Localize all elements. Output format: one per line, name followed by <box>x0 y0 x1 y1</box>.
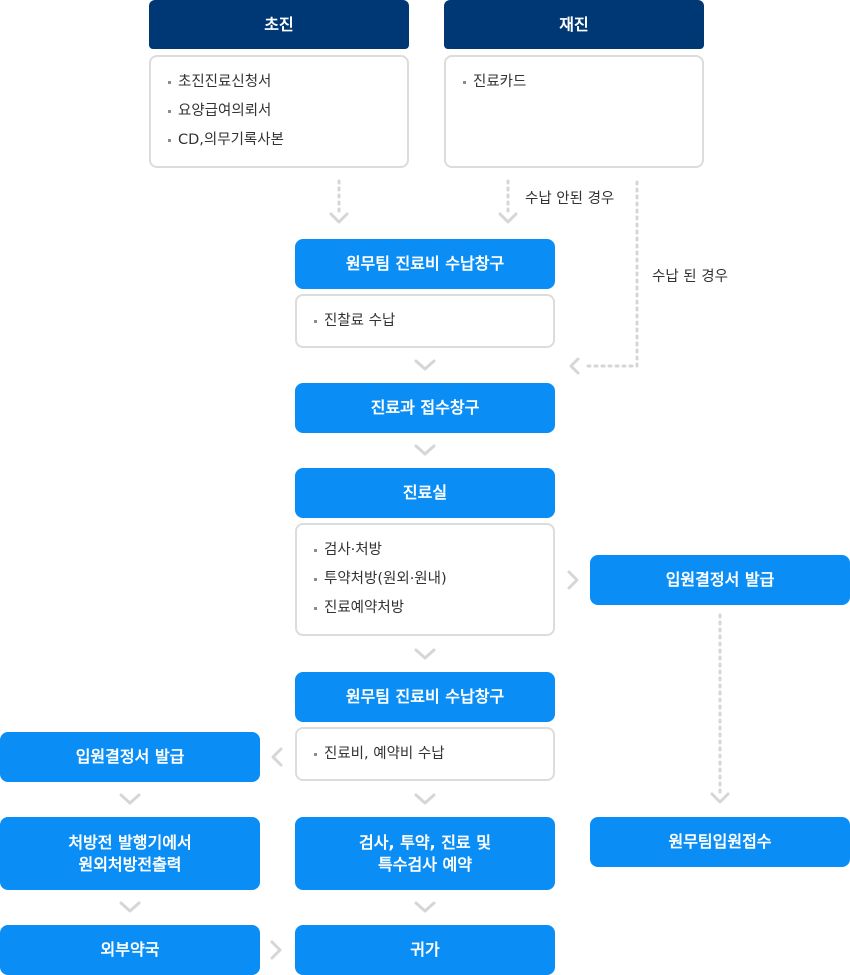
note-paid: 수납 된 경우 <box>652 269 728 285</box>
list-item: 진료예약처방 <box>314 594 553 623</box>
go-home: 귀가 <box>295 925 555 975</box>
list-item: 검사·처방 <box>314 536 553 565</box>
prescription-print-line1: 처방전 발행기에서 <box>68 832 192 852</box>
first-visit-header: 초진 <box>149 0 409 49</box>
revisit-documents: 진료카드 <box>444 55 704 168</box>
payment-window-2-header: 원무팀 진료비 수납창구 <box>295 672 555 722</box>
list-item: 진찰료 수납 <box>314 307 553 336</box>
list-item: 초진진료신청서 <box>168 68 407 97</box>
payment-window-1-header: 원무팀 진료비 수납창구 <box>295 239 555 289</box>
list-item: 요양급여의뢰서 <box>168 97 407 126</box>
list-item: 진료비, 예약비 수납 <box>314 740 553 769</box>
admission-decision-left: 입원결정서 발급 <box>0 732 260 782</box>
first-visit-documents: 초진진료신청서 요양급여의뢰서 CD,의무기록사본 <box>149 55 409 168</box>
list-item: 투약처방(원외·원내) <box>314 565 553 594</box>
payment-window-1-details: 진찰료 수납 <box>295 294 555 348</box>
payment-window-2-details: 진료비, 예약비 수납 <box>295 727 555 781</box>
exam-booking-box: 검사, 투약, 진료 및 특수검사 예약 <box>295 817 555 890</box>
list-item: CD,의무기록사본 <box>168 126 407 155</box>
exam-room-header: 진료실 <box>295 468 555 518</box>
admission-decision-right: 입원결정서 발급 <box>590 555 850 605</box>
prescription-print-line2: 원외처방전출력 <box>78 854 182 874</box>
admission-reception: 원무팀입원접수 <box>590 817 850 867</box>
exam-booking-line2: 특수검사 예약 <box>378 854 472 874</box>
external-pharmacy: 외부약국 <box>0 925 260 975</box>
list-item: 진료카드 <box>463 68 702 97</box>
exam-room-details: 검사·처방 투약처방(원외·원내) 진료예약처방 <box>295 523 555 636</box>
note-not-paid: 수납 안된 경우 <box>525 191 615 207</box>
reception-window: 진료과 접수창구 <box>295 383 555 433</box>
exam-booking-line1: 검사, 투약, 진료 및 <box>359 832 491 852</box>
revisit-header: 재진 <box>444 0 704 49</box>
prescription-print-box: 처방전 발행기에서 원외처방전출력 <box>0 817 260 890</box>
